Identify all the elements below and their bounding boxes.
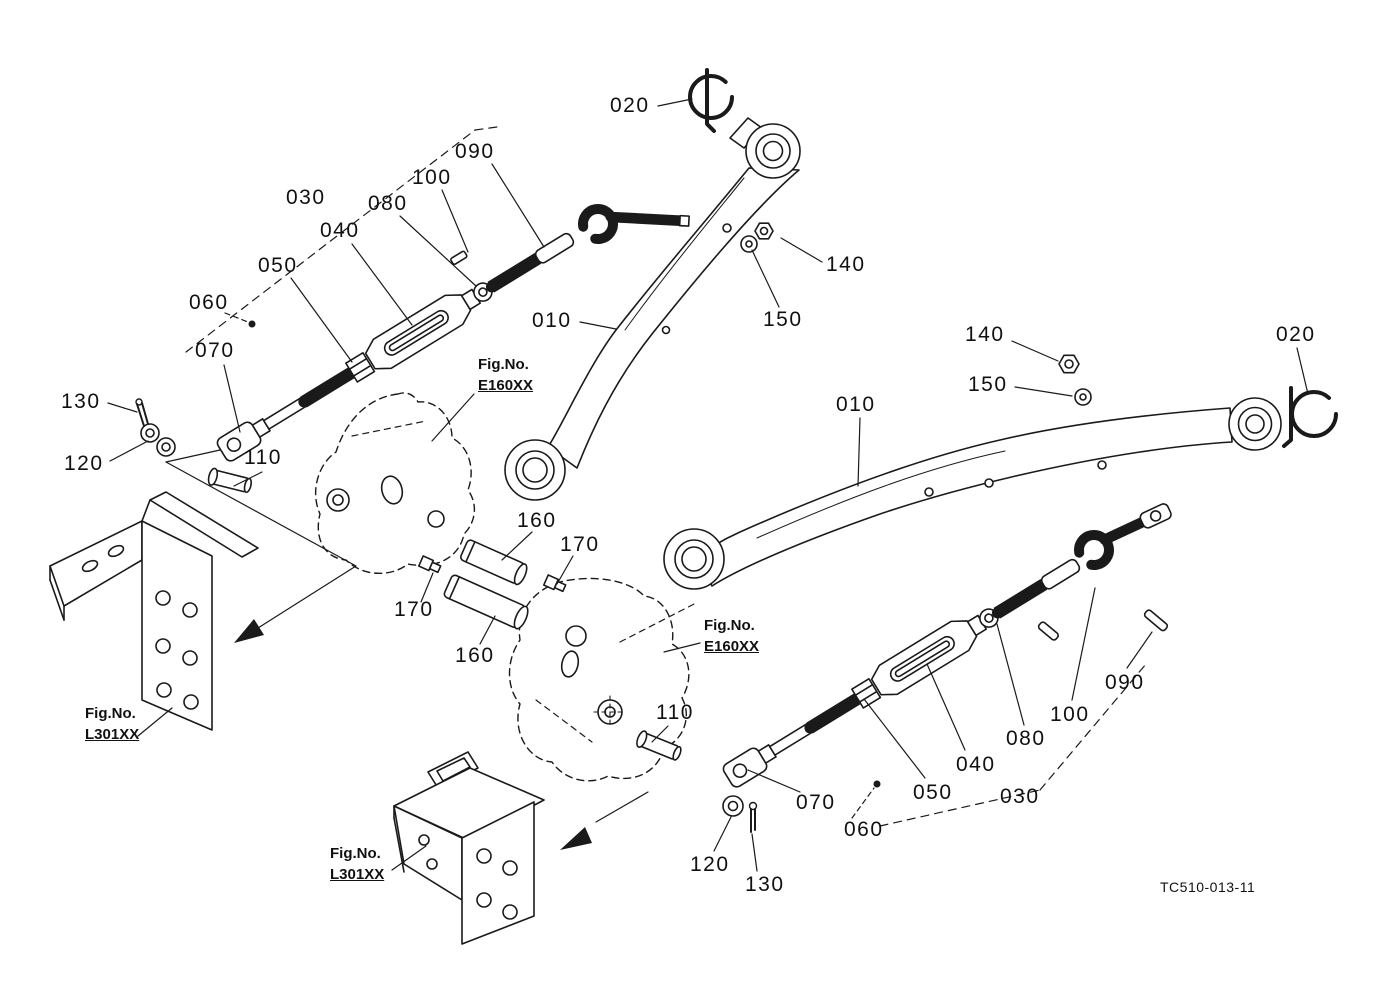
figref-code-e160xx: E160XX [478, 377, 534, 394]
callout-070-left: 070 [195, 339, 235, 362]
left-cotter-pin-130 [135, 398, 149, 427]
drawing-number: TC510-013-11 [1160, 879, 1256, 895]
callout-080-right: 080 [1006, 727, 1046, 750]
figref-prefix: Fig.No. [85, 705, 136, 722]
callout-090-left: 090 [455, 140, 495, 163]
callout-100-left: 100 [412, 166, 452, 189]
left-linch-pin [688, 68, 734, 133]
left-lift-arm [504, 117, 801, 501]
callout-150-left: 150 [763, 308, 803, 331]
callout-160-upper: 160 [517, 509, 557, 532]
callout-050-left: 050 [258, 254, 298, 277]
right-washer-120 [722, 795, 744, 817]
callout-050-right: 050 [913, 781, 953, 804]
callout-110-left: 110 [244, 446, 282, 469]
callout-090-right: 090 [1105, 671, 1145, 694]
figref-l301xx-right: Fig.No. L301XX [330, 843, 384, 885]
figref-code-e160xx: E160XX [704, 638, 760, 655]
callout-140-right: 140 [965, 323, 1005, 346]
callout-010-right: 010 [836, 393, 876, 416]
left-washers-120 [140, 423, 176, 457]
figref-code-l301xx: L301XX [85, 726, 140, 743]
figref-e160xx-right: Fig.No. E160XX [704, 615, 759, 657]
callout-060-right: 060 [844, 818, 884, 841]
right-cotter-pin-130 [748, 801, 758, 833]
attachment-guide-lines [165, 445, 649, 823]
right-clevis-pin-110 [636, 730, 682, 761]
callout-020-right: 020 [1276, 323, 1316, 346]
right-lift-rod-assembly [719, 549, 1086, 792]
callout-080-left: 080 [368, 192, 408, 215]
callout-120-right: 120 [690, 853, 730, 876]
callout-060-left: 060 [189, 291, 229, 314]
attachment-arrow-left [234, 619, 264, 643]
callout-040-right: 040 [956, 753, 996, 776]
callout-010-left: 010 [532, 309, 572, 332]
figref-prefix: Fig.No. [704, 617, 755, 634]
group-dot-right [873, 780, 881, 788]
callout-170-upper: 170 [560, 533, 600, 556]
grease-fittings-170 [417, 555, 567, 593]
left-housing-outline-e160xx [315, 392, 475, 575]
callout-110-right: 110 [656, 701, 694, 724]
left-hook-rod [450, 204, 690, 266]
left-mounting-bracket-l301xx [49, 491, 259, 731]
callout-130-left: 130 [61, 390, 101, 413]
callout-030-left: 030 [286, 186, 326, 209]
right-linch-pin [1282, 386, 1338, 448]
center-housing-outline-e160xx [508, 577, 690, 782]
figref-prefix: Fig.No. [330, 845, 381, 862]
callout-130-right: 130 [745, 873, 785, 896]
figref-l301xx-left: Fig.No. L301XX [85, 703, 139, 745]
figref-e160xx-left: Fig.No. E160XX [478, 354, 533, 396]
right-nut-140-washer-150 [1058, 354, 1092, 406]
callout-160-lower: 160 [455, 644, 495, 667]
figref-prefix: Fig.No. [478, 356, 529, 373]
callout-100-right: 100 [1050, 703, 1090, 726]
callout-170-lower: 170 [394, 598, 434, 621]
leader-lines [107, 98, 1309, 872]
right-small-pin [1143, 609, 1169, 632]
callout-020-left: 020 [610, 94, 650, 117]
left-nut-140-washer-150 [740, 222, 774, 253]
right-hook-rod [1037, 503, 1172, 641]
callout-150-right: 150 [968, 373, 1008, 396]
callout-140-left: 140 [826, 253, 866, 276]
group-dot-left [248, 320, 256, 328]
assembly-group-dashes [185, 126, 1147, 827]
right-mounting-bracket-l301xx [393, 751, 545, 945]
figref-code-l301xx: L301XX [330, 866, 385, 883]
left-small-pin-100 [450, 250, 468, 266]
right-small-pin-100 [1037, 621, 1059, 641]
right-lift-arm [663, 397, 1282, 590]
callout-030-right: 030 [1000, 785, 1040, 808]
left-clevis-pin-110 [207, 467, 253, 494]
callout-070-right: 070 [796, 791, 836, 814]
attachment-arrow-right [560, 827, 592, 850]
callout-040-left: 040 [320, 219, 360, 242]
pivot-pins-160 [443, 539, 529, 630]
callout-120-left: 120 [64, 452, 104, 475]
